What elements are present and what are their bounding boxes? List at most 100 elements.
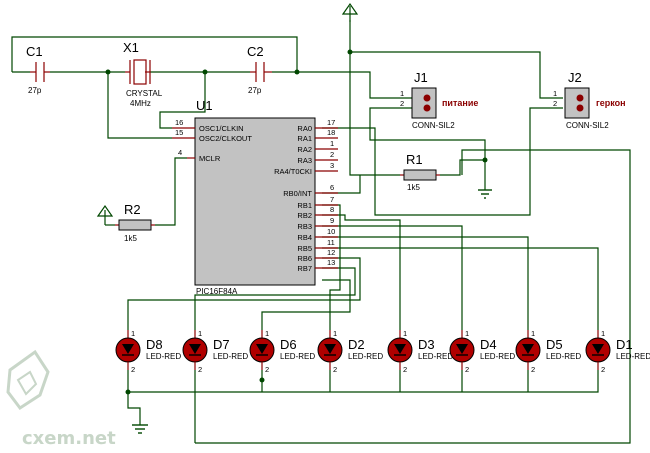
led-ref: D8 (146, 337, 163, 352)
capacitor-c2: C2 27p (247, 44, 272, 95)
u1-pin-name: RA1 (297, 134, 312, 143)
wire-j1-pin1 (297, 71, 412, 99)
j2-pin-num: 1 (553, 89, 557, 98)
led-pin-anode: 1 (198, 329, 202, 338)
c2-ref: C2 (247, 44, 264, 59)
resistor-r2: R2 1k5 (115, 202, 155, 243)
led-ref: D2 (348, 337, 365, 352)
crystal-x1: X1 CRYSTAL 4MHz (123, 40, 163, 108)
junction-dot (125, 389, 131, 395)
led-ref: D5 (546, 337, 563, 352)
led-pin-anode: 1 (265, 329, 269, 338)
u1-pin-name: RB2 (297, 211, 312, 220)
junction-dot (482, 157, 488, 163)
led-triangle (189, 344, 201, 354)
led-type: LED-RED (348, 352, 383, 361)
junction-dot (105, 69, 111, 75)
u1-pin-name: RA0 (297, 124, 312, 133)
u1-part: PIC16F84A (196, 287, 238, 296)
c1-value: 27p (28, 86, 42, 95)
u1-pin-name: RB1 (297, 201, 312, 210)
led-pin-anode: 1 (333, 329, 337, 338)
led-pin-anode: 1 (465, 329, 469, 338)
u1-pin-num: 17 (327, 118, 335, 127)
u1-pin-num: 4 (178, 148, 182, 157)
u1-pin-num: 9 (330, 216, 334, 225)
u1-pin-name: RB6 (297, 254, 312, 263)
wire-rb7 (194, 267, 356, 330)
led-pin-anode: 1 (531, 329, 535, 338)
led-triangle (256, 344, 268, 354)
led-triangle (456, 344, 468, 354)
x1-type: CRYSTAL (126, 89, 163, 98)
led-pin-cathode: 2 (601, 365, 605, 374)
u1-pin-name: RB7 (297, 264, 312, 273)
led-pin-cathode: 2 (403, 365, 407, 374)
j1-part: CONN-SIL2 (412, 121, 455, 130)
j1-ref: J1 (414, 70, 428, 85)
led-ref: D1 (616, 337, 633, 352)
led-type: LED-RED (546, 352, 581, 361)
j1-label: питание (442, 98, 478, 108)
j2-label: геркон (596, 98, 626, 108)
led-pin-cathode: 2 (465, 365, 469, 374)
led-triangle (522, 344, 534, 354)
wire-gnd-bus (127, 370, 599, 393)
wire-rb3 (322, 225, 463, 330)
r2-ref: R2 (124, 202, 141, 217)
u1-pin-name: RB0/INT (283, 189, 312, 198)
u1-pin-num: 8 (330, 205, 334, 214)
u1-pin-num: 1 (330, 139, 334, 148)
power-arrow-icon (341, 2, 359, 22)
u1-pin-name: OSC1/CLKIN (199, 124, 244, 133)
u1-pin-name: RB4 (297, 233, 312, 242)
led-pin-cathode: 2 (531, 365, 535, 374)
j1-pin-num: 1 (400, 89, 404, 98)
j2-ref: J2 (568, 70, 582, 85)
wire-osc-loop (11, 36, 298, 72)
watermark-text: cxem.net (22, 428, 116, 449)
ground-icon (132, 424, 148, 434)
led-type: LED-RED (280, 352, 315, 361)
led-ref: D3 (418, 337, 435, 352)
u1-pin-name: RB5 (297, 244, 312, 253)
led-triangle (592, 344, 604, 354)
wire-j1-pin2 (369, 107, 486, 190)
wire-gnd (127, 392, 141, 425)
wire-rb0 (322, 175, 361, 194)
u1-pin-name: OSC2/CLKOUT (199, 134, 252, 143)
c1-ref: C1 (26, 44, 43, 59)
led-triangle (122, 344, 134, 354)
wire-j2-pin1 (350, 51, 563, 99)
led-row: D8LED-RED12D7LED-RED12D6LED-RED12D2LED-R… (115, 329, 650, 374)
led-pin-cathode: 2 (131, 365, 135, 374)
u1-ref: U1 (196, 98, 213, 113)
led-ref: D4 (480, 337, 497, 352)
j2-part: CONN-SIL2 (566, 121, 609, 130)
power-arrow-icon (96, 204, 114, 225)
led-pin-anode: 1 (131, 329, 135, 338)
junction-dot (347, 49, 353, 55)
c2-value: 27p (248, 86, 262, 95)
r1-ref: R1 (406, 152, 423, 167)
u1-pin-num: 16 (175, 118, 183, 127)
led-type: LED-RED (480, 352, 515, 361)
j1-pin-num: 2 (400, 99, 404, 108)
site-logo-icon (6, 349, 50, 411)
u1-pin-name: RA4/T0CKI (274, 167, 312, 176)
capacitor-c1: C1 27p (26, 44, 50, 95)
u1-pin-name: RA2 (297, 145, 312, 154)
microcontroller-u1: U1 PIC16F84A 16 15 4 OSC1/CLKIN OSC2/CLK… (172, 98, 338, 296)
u1-pin-num: 11 (327, 238, 335, 247)
x1-value: 4MHz (130, 99, 151, 108)
u1-pin-name: RB3 (297, 222, 312, 231)
u1-pin-name: MCLR (199, 154, 221, 163)
